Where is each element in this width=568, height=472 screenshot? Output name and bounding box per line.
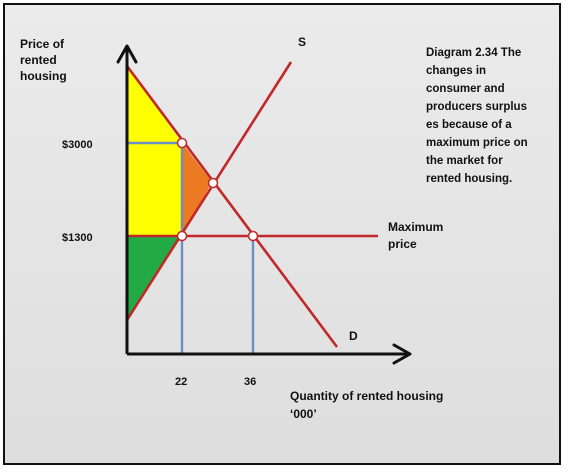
x-axis-label-line: Quantity of rented housing [290,389,443,403]
quantity-tick-22: 22 [175,376,187,388]
demand-label: D [349,329,358,343]
y-axis-label: Price of rented housing [20,37,67,83]
demand-curve [125,65,339,348]
price-tick-1300: $1300 [62,232,93,244]
point-22-1300 [176,230,188,242]
x-axis-arrowhead [392,343,412,365]
point-36-1300 [247,230,259,242]
caption-line: changes in [426,65,486,77]
y-axis-label-line: rented [20,53,57,67]
caption-line: producers surplus [426,101,527,113]
x-axis-label: Quantity of rented housing ‘000’ [290,389,447,421]
caption-line: the market for [426,155,503,167]
consumer-surplus-area [127,66,182,236]
maximum-price-label-line: Maximum [388,220,443,234]
price-tick-3000: $3000 [62,139,93,151]
supply-curve [125,61,293,321]
caption-line: es because of a [426,119,512,131]
point-equilibrium [207,177,219,189]
caption-line: consumer and [426,83,505,95]
caption-line: rented housing. [426,173,512,185]
deadweight-loss-area [182,143,212,236]
maximum-price-label: Maximum price [388,220,447,251]
diagram-frame [3,3,561,465]
y-axis-label-line: Price of [20,37,65,51]
supply-label: S [298,35,306,49]
y-axis-label-line: housing [20,69,67,83]
point-22-3000 [176,137,188,149]
x-axis-label-line: ‘000’ [290,407,317,421]
y-axis-arrowhead [116,44,138,64]
caption-line: Diagram 2.34 The [426,47,521,59]
maximum-price-label-line: price [388,237,417,251]
quantity-tick-36: 36 [244,376,256,388]
caption-line: maximum price on [426,137,528,149]
diagram-caption: Diagram 2.34 The changes in consumer and… [426,47,531,185]
